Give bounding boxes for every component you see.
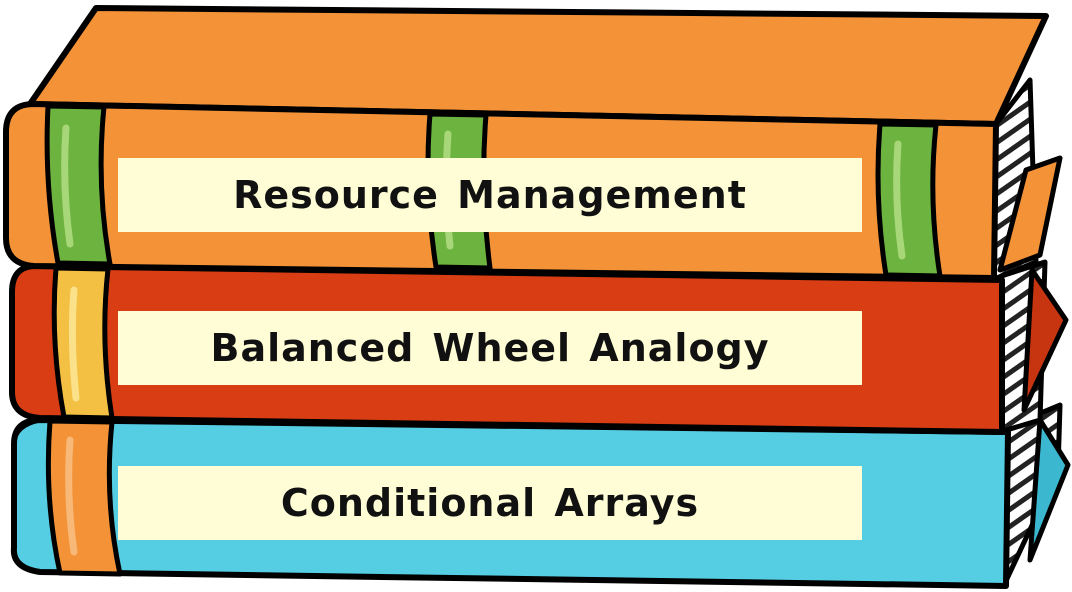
book-top [3, 5, 1063, 283]
book-title-conditional-arrays: Conditional Arrays [118, 466, 862, 540]
book-middle-band [51, 265, 115, 421]
book-bottom-band [45, 418, 123, 577]
book-title-balanced-wheel-analogy: Balanced Wheel Analogy [118, 311, 862, 385]
book-top-band-right [875, 121, 943, 279]
book-title-resource-management: Resource Management [118, 158, 862, 232]
book-top-band-left [44, 103, 113, 267]
